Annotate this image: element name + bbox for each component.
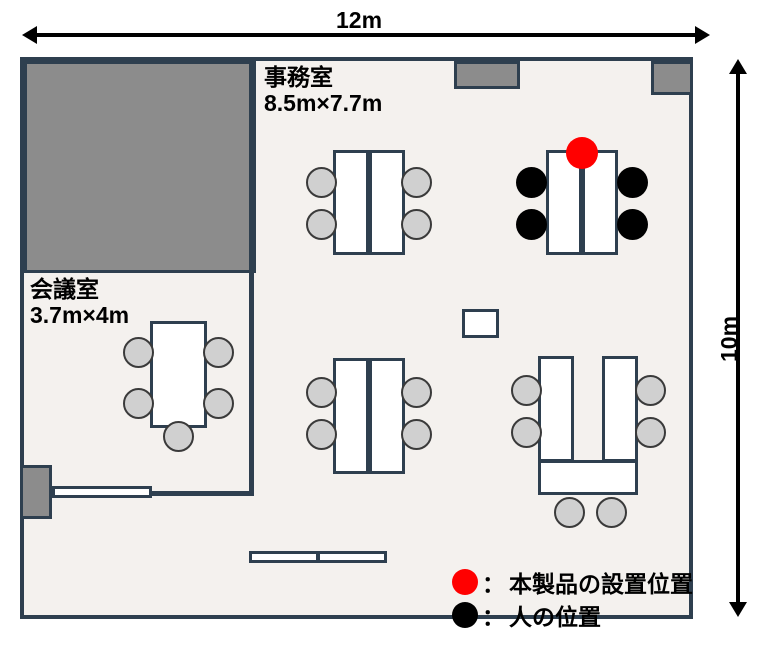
office-room-name: 事務室 (264, 64, 333, 90)
legend-person-separator: ： (482, 603, 505, 630)
legend-row-person: ： 人の位置 (452, 598, 693, 631)
chair-tl-l2 (306, 209, 337, 240)
meeting-table (150, 321, 207, 428)
product-installation-marker (566, 137, 598, 169)
chair-bl-l2 (306, 419, 337, 450)
chair-bl-r1 (401, 377, 432, 408)
entrance-door-leaf (20, 465, 52, 519)
legend-row-product: ： 本製品の設置位置 (452, 565, 693, 598)
meeting-chair-r1 (203, 337, 234, 368)
legend-person-label: 人の位置 (509, 603, 601, 630)
meeting-room-label: 会議室 3.7m×4m (30, 276, 130, 329)
office-room-size: 8.5m×7.7m (264, 89, 383, 116)
building-outline: 事務室 8.5m×7.7m 会議室 3.7m×4m (20, 57, 693, 619)
office-sliding-door-panel-right (317, 551, 387, 563)
person-tr-r1 (617, 167, 648, 198)
top-wall-cabinet-left (454, 61, 520, 89)
chair-br-l2 (511, 417, 542, 448)
meeting-room-size: 3.7m×4m (30, 301, 130, 328)
meeting-chair-l2 (123, 388, 154, 419)
office-room-label: 事務室 8.5m×7.7m (264, 64, 383, 117)
desk-tl-a (333, 150, 369, 255)
chair-br-r1 (635, 375, 666, 406)
chair-bl-l1 (306, 377, 337, 408)
legend-product-separator: ： (482, 570, 505, 597)
office-sliding-door-panel-left (249, 551, 319, 563)
legend-red-dot-icon (452, 568, 478, 595)
meeting-room-name: 会議室 (30, 276, 99, 302)
legend-product-label: 本製品の設置位置 (509, 570, 693, 597)
desk-bl-a (333, 358, 369, 474)
top-wall-cabinet-right (651, 61, 693, 95)
person-tr-r2 (617, 209, 648, 240)
entrance-door-track (52, 486, 152, 498)
person-tr-l1 (516, 167, 547, 198)
width-dimension-arrow (22, 26, 710, 44)
person-tr-l2 (516, 209, 547, 240)
chair-bl-r2 (401, 419, 432, 450)
chair-tl-l1 (306, 167, 337, 198)
chair-br-l1 (511, 375, 542, 406)
legend: ： 本製品の設置位置 ： 人の位置 (452, 565, 693, 631)
meeting-chair-b1 (163, 421, 194, 452)
shaded-area-block (24, 61, 256, 273)
desk-br-right (602, 356, 638, 462)
chair-br-b2 (596, 497, 627, 528)
width-dimension-label: 12m (336, 7, 383, 33)
center-pillar (462, 309, 499, 338)
chair-br-r2 (635, 417, 666, 448)
desk-br-left (538, 356, 574, 462)
chair-tl-r1 (401, 167, 432, 198)
desk-br-bottom (538, 460, 638, 495)
legend-black-dot-icon (452, 601, 478, 628)
desk-bl-b (369, 358, 405, 474)
meeting-chair-r2 (203, 388, 234, 419)
chair-br-b1 (554, 497, 585, 528)
meeting-chair-l1 (123, 337, 154, 368)
office-left-wall (249, 61, 254, 495)
desk-tl-b (369, 150, 405, 255)
height-dimension-arrow (729, 59, 747, 617)
chair-tl-r2 (401, 209, 432, 240)
